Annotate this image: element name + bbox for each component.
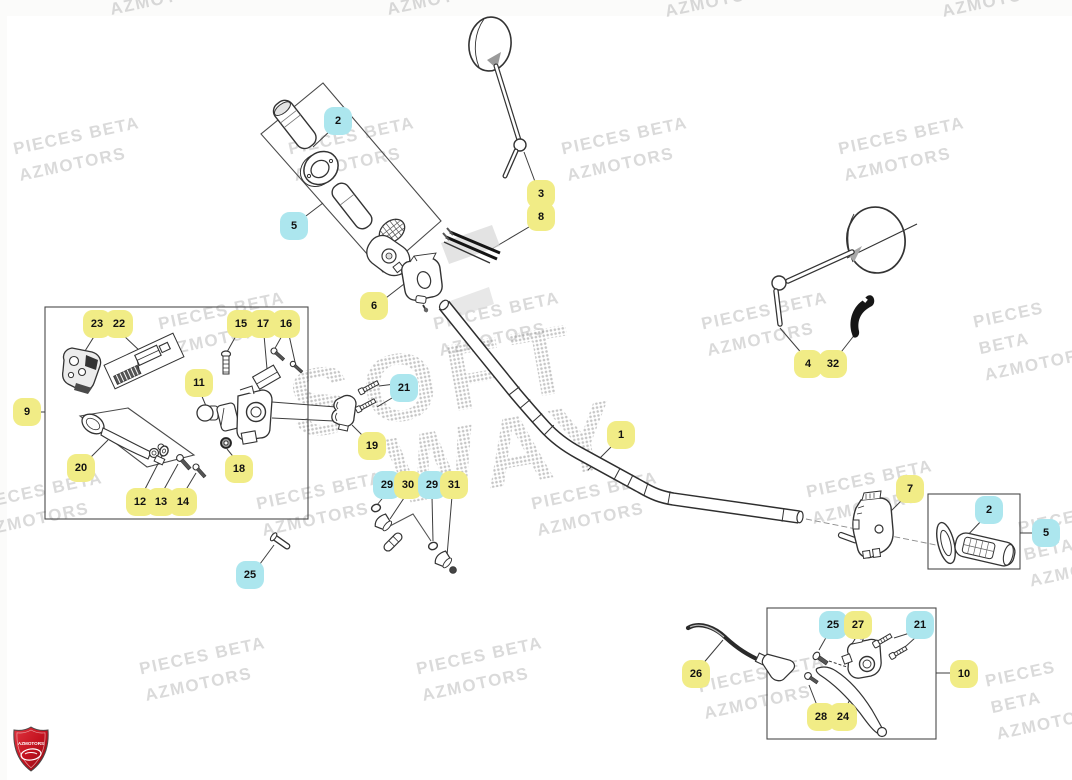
- callout-12[interactable]: 12: [126, 488, 154, 516]
- part-clutch-perch: [62, 347, 102, 394]
- part-throttle-grip-right: [936, 521, 1016, 567]
- part-switch-housing-left: [401, 252, 443, 313]
- callout-24[interactable]: 24: [829, 703, 857, 731]
- part-bolts-21: [354, 380, 380, 414]
- part-cable-adjusters: [370, 503, 457, 574]
- part-piston-11: [196, 404, 219, 422]
- callout-5a[interactable]: 5: [280, 212, 308, 240]
- part-mirror-left: [468, 16, 527, 179]
- part-clamp-19: [331, 394, 357, 432]
- part-washer-12: [159, 445, 169, 457]
- callout-18[interactable]: 18: [225, 455, 253, 483]
- callout-5b[interactable]: 5: [1032, 519, 1060, 547]
- part-screws-16: [270, 347, 304, 374]
- callout-3[interactable]: 3: [527, 180, 555, 208]
- azmotors-logo[interactable]: AZMOTORS: [12, 726, 50, 772]
- part-handlebar: [438, 299, 804, 524]
- part-clutch-cable: [685, 623, 796, 682]
- callout-25a[interactable]: 25: [236, 561, 264, 589]
- part-screw-14: [192, 463, 207, 479]
- part-cable-guide-hook: [850, 295, 875, 338]
- callout-11[interactable]: 11: [185, 369, 213, 397]
- callout-19[interactable]: 19: [358, 432, 386, 460]
- callout-22[interactable]: 22: [105, 310, 133, 338]
- part-front-master-cylinder: [804, 631, 908, 738]
- part-pin-25: [269, 532, 291, 550]
- callout-21b[interactable]: 21: [906, 611, 934, 639]
- logo-text: AZMOTORS: [18, 741, 44, 746]
- callout-21a[interactable]: 21: [390, 374, 418, 402]
- callout-30[interactable]: 30: [394, 471, 422, 499]
- group-box-lever: [78, 407, 196, 468]
- part-master-cylinder-left: [216, 385, 273, 445]
- part-bolt-15: [220, 350, 232, 375]
- part-plate-17: [251, 364, 282, 390]
- callout-25b[interactable]: 25: [819, 611, 847, 639]
- callout-9[interactable]: 9: [13, 398, 41, 426]
- callout-2b[interactable]: 2: [975, 496, 1003, 524]
- group-box-9: [44, 306, 309, 520]
- part-mirror-right: [771, 206, 918, 327]
- part-clutch-lever: [81, 413, 166, 466]
- callout-31[interactable]: 31: [440, 471, 468, 499]
- part-nut-18: [220, 437, 232, 449]
- callout-4[interactable]: 4: [794, 350, 822, 378]
- callout-2a[interactable]: 2: [324, 107, 352, 135]
- callout-17[interactable]: 17: [249, 310, 277, 338]
- part-cables: [441, 225, 501, 318]
- callout-8[interactable]: 8: [527, 203, 555, 231]
- part-throttle-grip-assembly: [272, 99, 411, 277]
- callout-1[interactable]: 1: [607, 421, 635, 449]
- callout-20[interactable]: 20: [67, 454, 95, 482]
- callout-10[interactable]: 10: [950, 660, 978, 688]
- group-box-throttle-grip: [927, 493, 1021, 570]
- callout-16[interactable]: 16: [272, 310, 300, 338]
- callout-32[interactable]: 32: [819, 350, 847, 378]
- callout-14[interactable]: 14: [169, 488, 197, 516]
- callout-26[interactable]: 26: [682, 660, 710, 688]
- callout-27[interactable]: 27: [844, 611, 872, 639]
- part-adjuster-spring-kit: [103, 332, 185, 390]
- part-screw-13: [176, 454, 192, 471]
- part-switch-housing-right: [837, 490, 894, 559]
- callout-6[interactable]: 6: [360, 292, 388, 320]
- callout-7[interactable]: 7: [896, 475, 924, 503]
